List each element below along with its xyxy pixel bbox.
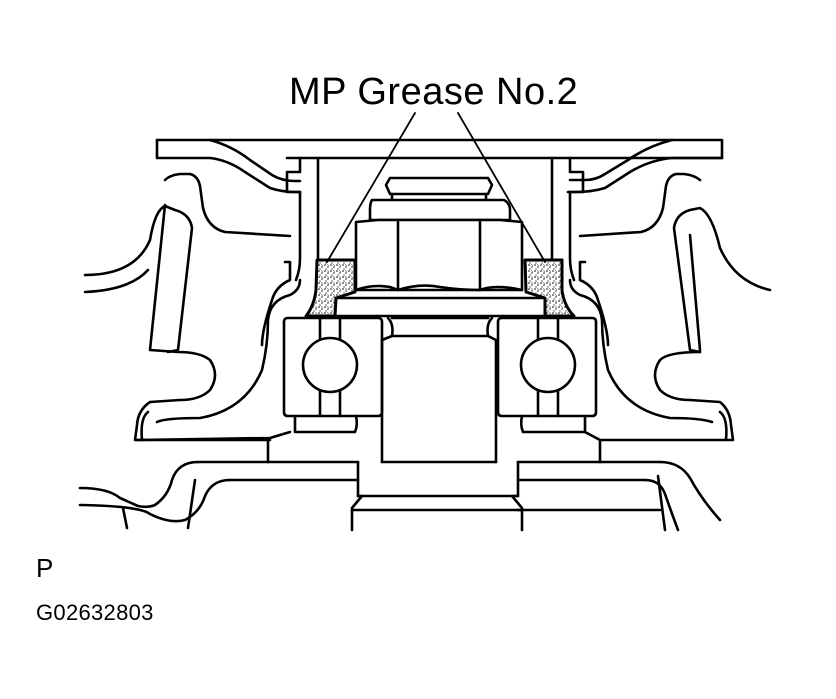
right-bracket [568, 172, 772, 442]
leader-line-left [326, 112, 416, 263]
lower-body [78, 430, 722, 532]
grease-areas [304, 258, 576, 318]
right-bearing [496, 316, 598, 434]
grease-callout-label: MP Grease No.2 [289, 71, 579, 113]
grease-left [304, 258, 357, 318]
grease-right [523, 258, 576, 318]
center-shaft [350, 316, 524, 532]
lock-nut [333, 176, 547, 318]
view-letter: P [36, 553, 54, 583]
left-bracket [83, 172, 302, 442]
callout-leaders [326, 112, 546, 263]
left-bearing [282, 316, 384, 434]
leader-line-right [457, 112, 546, 263]
upper-plate [155, 138, 724, 194]
figure-id: G02632803 [36, 600, 154, 625]
